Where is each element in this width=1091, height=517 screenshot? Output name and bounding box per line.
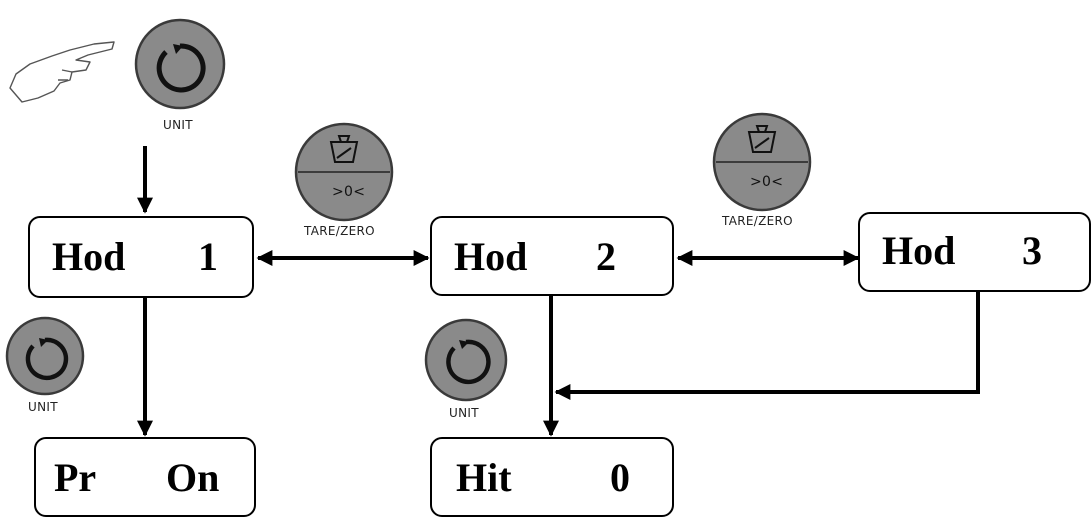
unit-label-left: UNIT [28, 400, 58, 414]
state-value: On [166, 455, 220, 500]
unit-label-middle: UNIT [449, 406, 479, 420]
state-hod-3: Hod 3 [858, 212, 1091, 292]
unit-button-middle[interactable] [424, 318, 508, 402]
state-name: Pr [54, 455, 97, 500]
hand-pointer-icon [9, 41, 115, 103]
unit-button-top[interactable] [134, 18, 226, 110]
state-value: 2 [596, 234, 616, 279]
unit-button-left[interactable] [5, 316, 85, 396]
state-hod-2: Hod 2 [430, 216, 674, 296]
state-value: 0 [610, 455, 630, 500]
state-hod-1: Hod 1 [28, 216, 254, 298]
state-name: Hod [454, 234, 528, 279]
state-value: 1 [198, 234, 218, 279]
state-name: Hod [52, 234, 126, 279]
tare-zero-button-1[interactable] [294, 122, 394, 222]
arrow-hod3-to-hit-path [554, 292, 980, 400]
zero-symbol-2: >0< [750, 174, 784, 190]
tare-zero-label-2: TARE/ZERO [722, 214, 793, 228]
unit-label-top: UNIT [163, 118, 193, 132]
state-pr: Pr On [34, 437, 256, 517]
zero-symbol-1: >0< [332, 184, 366, 200]
tare-zero-button-2[interactable] [712, 112, 812, 212]
state-value: 3 [1022, 228, 1042, 273]
tare-zero-label-1: TARE/ZERO [304, 224, 375, 238]
state-hit: Hit 0 [430, 437, 674, 517]
state-name: Hod [882, 228, 956, 273]
state-name: Hit [456, 455, 512, 500]
